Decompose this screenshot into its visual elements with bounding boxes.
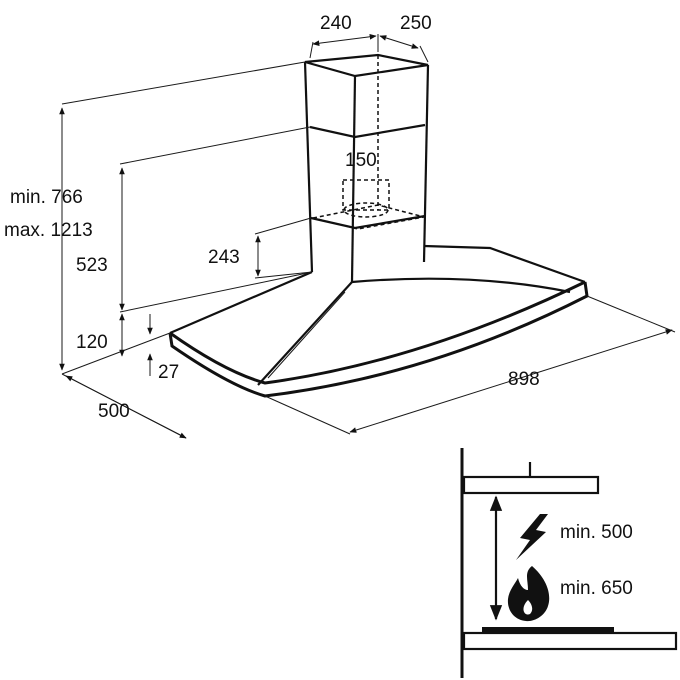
label-depth: 500 [98,401,130,422]
label-chimney-width: 240 [320,13,352,34]
arrow-depth [65,375,187,439]
label-gas-distance: min. 650 [560,578,633,599]
label-electric-distance: min. 500 [560,522,633,543]
label-total-height-min: min. 766 [10,187,83,208]
air-outlet [342,179,390,211]
ext-lower-base [254,271,313,279]
label-chimney-height: 523 [76,255,108,276]
installation-inset: min. 500 min. 650 [460,448,678,678]
label-lower-chimney: 243 [208,247,240,268]
canopy-front-ridge-highlight [267,291,346,379]
label-total-height-max: max. 1213 [4,220,93,241]
canopy-rim-bottom [168,281,589,398]
arrow-chimney-width [312,34,377,46]
lightning-icon [516,514,548,560]
canopy-left-top-edge [169,270,313,335]
chimney-front-edge [350,75,357,283]
ext-lower-joint [254,217,312,235]
canopy-left-end [169,332,173,347]
arrow-chimney-depth [379,35,419,49]
ext-canopy-top [119,271,313,313]
label-edge-thickness: 27 [158,362,179,383]
canopy-right-top-edge [423,244,586,284]
air-outlet-ring [343,202,389,218]
hob [482,627,614,633]
chimney-top-face [304,53,429,78]
label-outlet-diameter: 150 [345,150,377,171]
hood-side-view [462,475,600,495]
label-canopy-height: 120 [76,332,108,353]
canopy-front-rim [169,280,586,385]
ext-top [61,61,306,105]
label-width: 898 [508,369,540,390]
dimension-arrows [59,34,673,439]
flame-icon [507,566,550,622]
hob-counter [462,631,678,651]
canopy-top-curve [351,277,571,294]
ext-front-down [264,395,351,435]
ext-chimney-left [309,41,314,59]
canopy-front-ridge [257,281,353,386]
chimney [303,53,430,283]
ext-right [586,295,676,333]
chimney-left-edge [303,61,314,273]
label-chimney-depth: 250 [400,13,432,34]
ext-chimney-joint [119,126,311,165]
arrow-width [349,329,673,433]
chimney-right-edge [422,64,430,263]
ext-canopy-bottom [61,332,171,375]
chimney-joint-upper [309,123,426,139]
ext-chimney-right [419,45,429,63]
canopy [168,244,589,398]
dimension-labels: 240 250 min. 766 max. 1213 523 150 243 1… [4,13,540,422]
